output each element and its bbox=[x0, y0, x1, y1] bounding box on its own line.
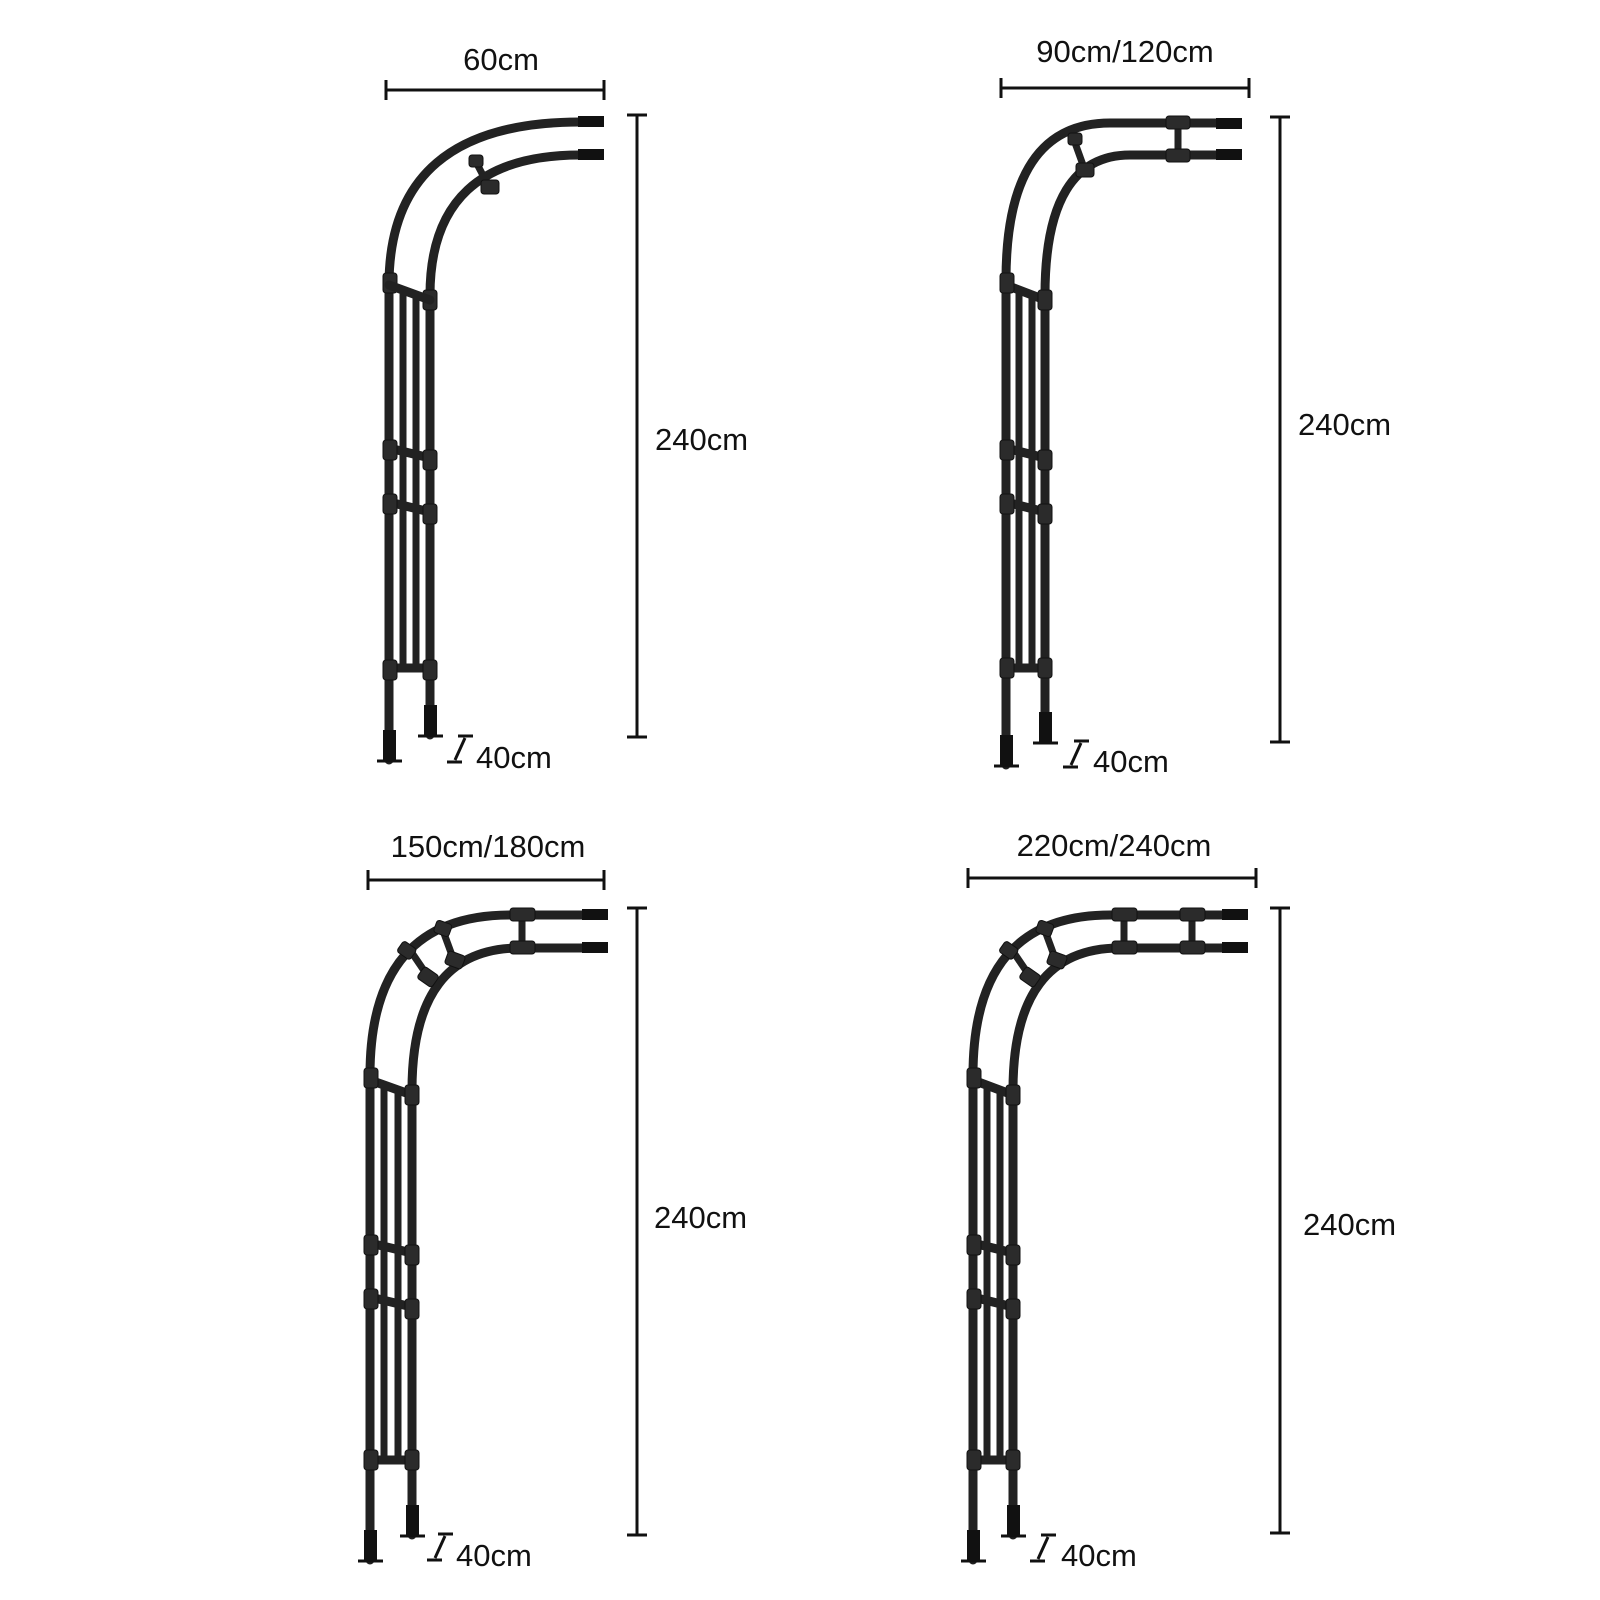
depth-label: 40cm bbox=[1093, 744, 1169, 779]
arch-variant-2: 90cm/120cm 240cm 40cm bbox=[994, 34, 1391, 779]
arch-variant-4: 220cm/240cm 240cm 40cm bbox=[961, 828, 1396, 1573]
depth-label: 40cm bbox=[456, 1538, 532, 1573]
arch-frame bbox=[358, 907, 608, 1565]
width-label: 60cm bbox=[463, 42, 539, 77]
depth-dimension: 40cm bbox=[447, 734, 552, 775]
width-label: 90cm/120cm bbox=[1036, 34, 1213, 69]
height-label: 240cm bbox=[1303, 1207, 1396, 1242]
height-dimension: 240cm bbox=[1270, 906, 1396, 1535]
width-dimension: 60cm bbox=[384, 42, 606, 100]
height-dimension: 240cm bbox=[1270, 115, 1391, 744]
width-dimension: 150cm/180cm bbox=[366, 829, 606, 890]
width-label: 220cm/240cm bbox=[1017, 828, 1212, 863]
height-label: 240cm bbox=[654, 1200, 747, 1235]
depth-dimension: 40cm bbox=[427, 1532, 532, 1573]
width-dimension: 220cm/240cm bbox=[966, 828, 1258, 888]
height-label: 240cm bbox=[655, 422, 748, 457]
arch-frame bbox=[377, 116, 604, 765]
arch-variant-1: 60cm 240cm 40cm bbox=[377, 42, 748, 775]
arch-frame bbox=[961, 907, 1248, 1565]
depth-label: 40cm bbox=[1061, 1538, 1137, 1573]
height-dimension: 240cm bbox=[627, 113, 748, 739]
depth-dimension: 40cm bbox=[1030, 1533, 1137, 1573]
height-label: 240cm bbox=[1298, 407, 1391, 442]
depth-label: 40cm bbox=[476, 740, 552, 775]
arch-variant-3: 150cm/180cm 240cm 40cm bbox=[358, 829, 747, 1573]
width-dimension: 90cm/120cm bbox=[999, 34, 1251, 98]
width-label: 150cm/180cm bbox=[391, 829, 586, 864]
arch-frame bbox=[994, 115, 1242, 770]
depth-dimension: 40cm bbox=[1063, 739, 1169, 779]
height-dimension: 240cm bbox=[627, 906, 747, 1537]
